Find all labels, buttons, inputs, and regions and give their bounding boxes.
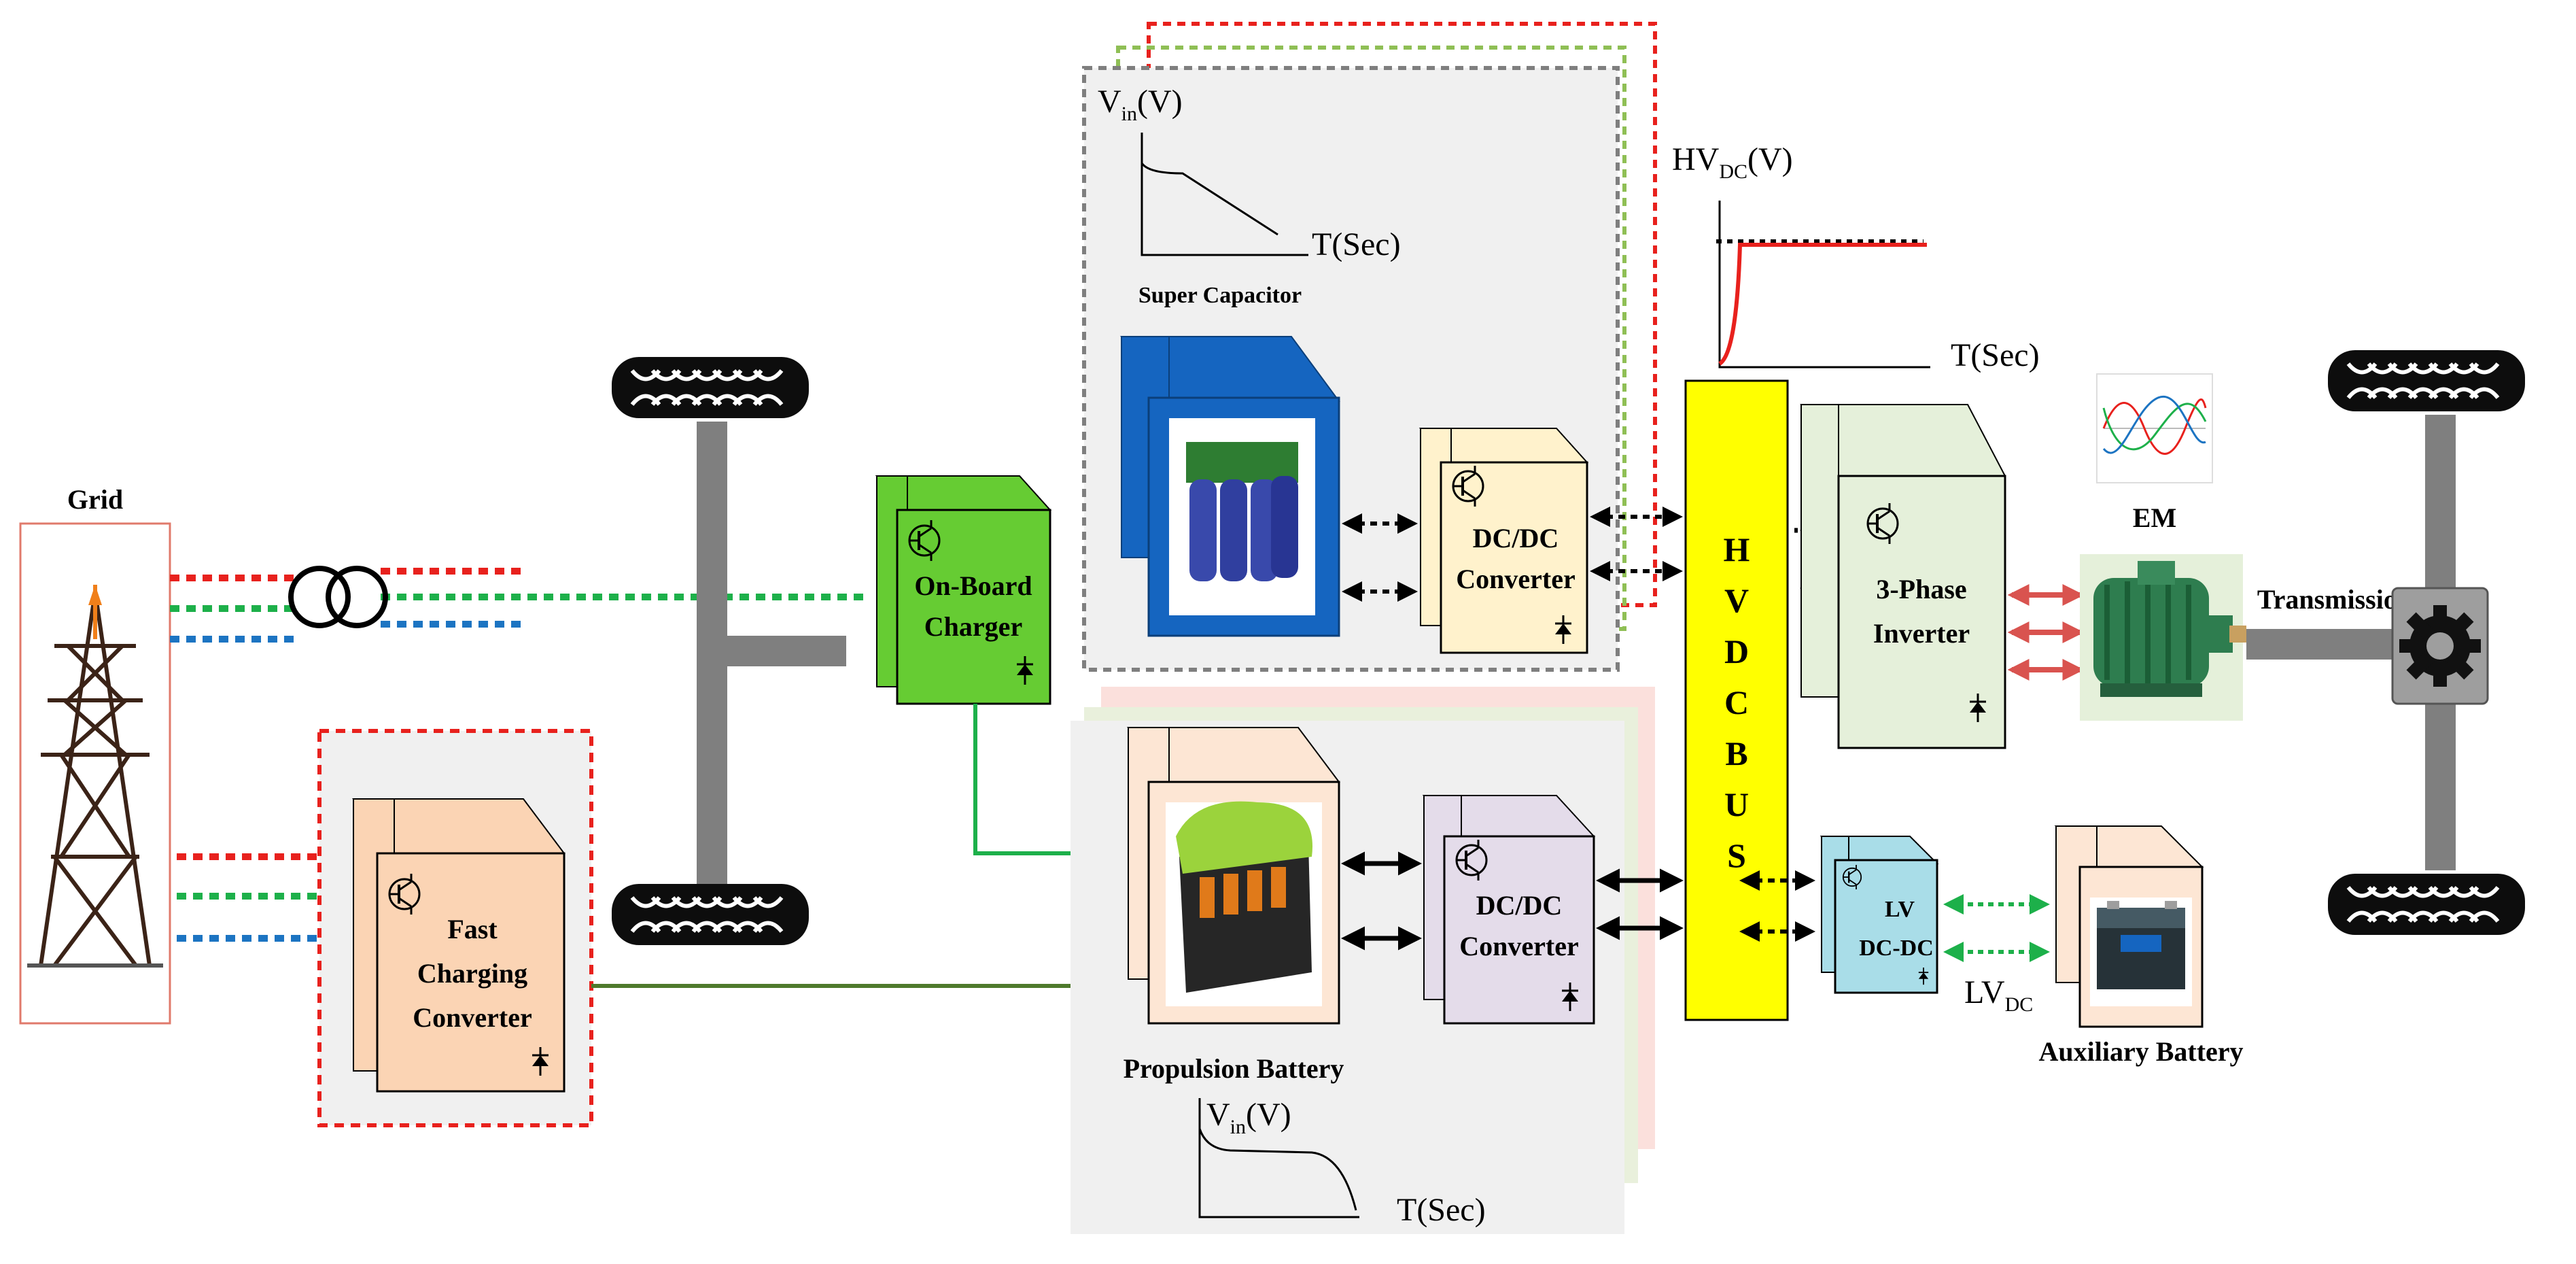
inverter-em-arrows (2007, 584, 2085, 681)
hvdc-bus-letter: C (1724, 683, 1749, 721)
hvdc-bus-letter: B (1725, 734, 1747, 772)
fast-charging-converter (352, 798, 565, 1093)
svg-text:Vin(V): Vin(V) (1098, 84, 1183, 125)
auxiliary-battery-icon (2054, 825, 2204, 1028)
onboard-charger-label-1: On-Board (914, 570, 1032, 601)
electric-motor-icon (2080, 554, 2246, 721)
hvdc-bus-letter: D (1724, 632, 1749, 670)
battery-plot-ylabel: V (1206, 1097, 1230, 1133)
propulsion-battery-icon (1127, 727, 1340, 1025)
battery-plot-xlabel: T(Sec) (1397, 1192, 1486, 1228)
lv-dcdc-converter (1820, 836, 1939, 994)
three-phase-inverter (1800, 404, 2006, 749)
supercap-plot-ylabel-unit: (V) (1137, 84, 1183, 120)
lv-aux-arrows (1943, 894, 2050, 962)
lvdc-label-main: LV (1964, 974, 2005, 1010)
dcdc-battery-converter (1422, 795, 1596, 1025)
battery-plot-ylabel-unit: (V) (1246, 1097, 1291, 1133)
transformer-icon (288, 566, 388, 628)
supercap-plot-ylabel-sub: in (1121, 103, 1137, 125)
hvdc-plot-ylabel-sub: DC (1719, 160, 1747, 183)
battery-voltage-plot: Vin(V) T(Sec) (1198, 1097, 1486, 1228)
battery-dcdc-arrows (1341, 851, 1684, 951)
hvdc-bus (1684, 379, 1789, 1021)
dcdc-sc-label-1: DC/DC (1473, 523, 1559, 553)
dcdc-batt-label-2: Converter (1459, 931, 1578, 961)
front-right-tire-icon (612, 884, 809, 945)
supercap-plot-xlabel: T(Sec) (1312, 226, 1401, 262)
hvdc-plot-xlabel: T(Sec) (1951, 337, 2040, 373)
svg-text:Vin(V): Vin(V) (1206, 1097, 1291, 1138)
fast-charging-label-3: Converter (413, 1002, 532, 1033)
motor-shaft (2246, 629, 2396, 660)
battery-label: Propulsion Battery (1124, 1053, 1344, 1084)
hvdc-voltage-plot: HVDC(V) T(Sec) (1672, 141, 2040, 373)
hvdc-bus-letter: S (1727, 836, 1746, 874)
dcdc-supercap-converter (1418, 428, 1589, 654)
rear-right-tire-icon (2328, 874, 2525, 935)
inverter-label-2: Inverter (1873, 618, 1970, 649)
supercap-dcdc-arrows (1342, 507, 1683, 602)
onboard-charger-label-2: Charger (924, 611, 1022, 642)
em-label: EM (2133, 502, 2176, 533)
onboard-charger (875, 475, 1052, 705)
supercap-voltage-plot: Vin(V) T(Sec) (1098, 84, 1401, 262)
lv-dcdc-label-2: DC-DC (1859, 936, 1934, 961)
supercapacitor-icon (1120, 336, 1340, 637)
transmission-label: Transmission (2257, 584, 2412, 615)
hvdc-plot-ylabel-unit: (V) (1747, 141, 1793, 177)
transmission-tower-icon (27, 591, 163, 968)
lvdc-label: LVDC (1964, 974, 2033, 1016)
battery-plot-ylabel-sub: in (1230, 1116, 1246, 1138)
fast-charging-label-1: Fast (447, 914, 498, 944)
dcdc-batt-label-1: DC/DC (1476, 890, 1563, 921)
rear-left-tire-icon (2328, 350, 2525, 411)
lv-dcdc-label-1: LV (1885, 897, 1915, 922)
inverter-label-1: 3-Phase (1876, 574, 1966, 604)
hvdc-bus-letter: H (1724, 530, 1750, 568)
grid-label: Grid (67, 484, 123, 515)
three-phase-waveform-icon (2096, 373, 2213, 483)
fast-charging-label-2: Charging (417, 958, 527, 989)
supercap-plot-ylabel: V (1098, 84, 1121, 120)
hvdc-plot-ylabel: HV (1672, 141, 1720, 177)
hvdc-bus-letter: U (1724, 785, 1749, 823)
lvdc-label-sub: DC (2005, 993, 2034, 1016)
hvdc-bus-letter: V (1724, 581, 1749, 619)
front-axle (697, 422, 846, 884)
svg-text:HVDC(V): HVDC(V) (1672, 141, 1793, 183)
aux-battery-label: Auxiliary Battery (2038, 1036, 2243, 1067)
front-left-tire-icon (612, 357, 809, 418)
gear-icon (2391, 587, 2489, 705)
dcdc-sc-label-2: Converter (1456, 564, 1575, 594)
fast-charging-lines (177, 853, 319, 942)
supercap-label: Super Capacitor (1138, 283, 1302, 308)
grid-phase-lines (170, 568, 870, 643)
